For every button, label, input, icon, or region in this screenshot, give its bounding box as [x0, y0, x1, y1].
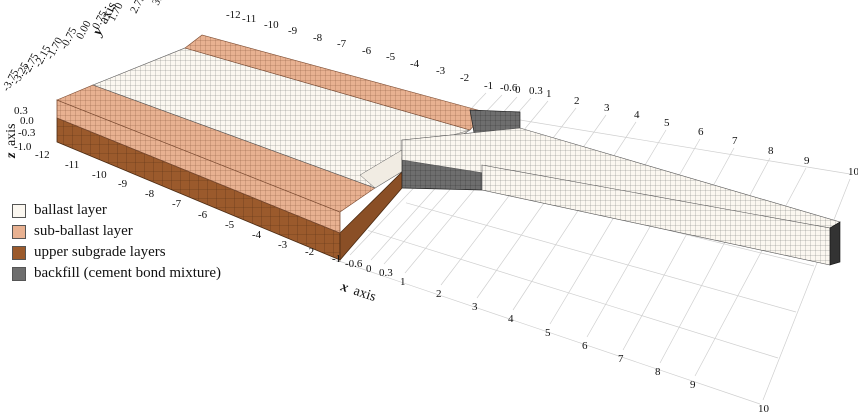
y-tick-label: 2.75 — [128, 0, 148, 15]
grid-line — [329, 257, 761, 405]
x-tick-label-top: -6 — [362, 45, 372, 57]
x-tick-label-top: -12 — [226, 9, 241, 21]
x-tick-label-top: -7 — [337, 38, 347, 50]
x-tick-label: -11 — [65, 159, 79, 171]
x-tick-label-top: 7 — [732, 135, 738, 147]
x-tick-label: -6 — [198, 209, 208, 221]
x-tick-label-top: 10 — [848, 166, 858, 178]
z-tick-label: -1.0 — [14, 141, 32, 153]
z-tick-label: 0.3 — [14, 105, 28, 117]
x-tick-label-top: -2 — [460, 72, 469, 84]
grid-line — [512, 121, 637, 311]
z-axis-title: z axis — [4, 123, 19, 159]
legend-item-ballast: ballast layer — [12, 200, 221, 221]
x-tick-label: -7 — [172, 198, 182, 210]
legend-swatch-subgrade — [12, 245, 26, 260]
legend-item-subgrade: upper subgrade layers — [12, 242, 221, 263]
x-tick-label: -3 — [278, 239, 288, 251]
legend-item-backfill: backfill (cement bond mixture) — [12, 263, 221, 284]
legend-swatch-sub-ballast — [12, 224, 26, 239]
x-tick-label: 4 — [508, 313, 514, 325]
x-tick-label: 0.3 — [379, 267, 393, 279]
x-tick-label-top: -0.6 — [500, 82, 518, 94]
grid-line — [549, 129, 667, 325]
z-tick-label: -0.3 — [18, 127, 36, 139]
x-tick-label: -9 — [118, 178, 128, 190]
x-tick-label: 7 — [618, 353, 624, 365]
x-tick-label: 9 — [690, 379, 696, 391]
x-tick-label-top: -11 — [242, 13, 256, 25]
grid-line — [762, 178, 851, 401]
x-tick-label: -10 — [92, 169, 107, 181]
x-tick-label: 3 — [472, 301, 478, 313]
legend-item-sub-ballast: sub-ballast layer — [12, 221, 221, 242]
x-tick-label-top: 5 — [664, 117, 670, 129]
x-tick-label: -12 — [35, 149, 50, 161]
track-embankment-model — [56, 34, 841, 266]
legend-swatch-backfill — [12, 266, 26, 281]
x-tick-label: 0 — [366, 263, 372, 275]
x-tick-label-top: -3 — [436, 65, 446, 77]
x-tick-label-top: 6 — [698, 126, 704, 138]
grid-line — [476, 114, 607, 299]
legend-label-ballast: ballast layer — [34, 202, 107, 218]
grid-line — [367, 230, 779, 359]
x-tick-label-top: 3 — [604, 102, 610, 114]
grid-line — [440, 107, 577, 286]
grid-line — [659, 157, 771, 364]
y-tick-label: 3.75 — [150, 0, 170, 7]
x-tick-label-top: 1 — [546, 88, 552, 100]
z-axis-ticks: 0.30.0-0.3 -1.0 — [14, 105, 36, 153]
x-tick-label: 10 — [758, 403, 770, 415]
x-tick-label: -1 — [332, 253, 341, 265]
x-tick-label-top: 0.3 — [529, 85, 543, 97]
x-tick-label-top: -5 — [386, 51, 396, 63]
x-tick-label-top: 9 — [804, 155, 810, 167]
x-tick-label-top: 2 — [574, 95, 580, 107]
x-tick-label: 1 — [400, 276, 406, 288]
legend-label-subgrade: upper subgrade layers — [34, 244, 166, 260]
x-tick-label: 6 — [582, 340, 588, 352]
y-tick-label: -0.75 — [58, 25, 80, 51]
grid-line — [694, 167, 807, 377]
x-tick-label: 5 — [545, 327, 551, 339]
x-tick-label-top: -1 — [484, 80, 493, 92]
legend-swatch-ballast — [12, 203, 26, 218]
grid-line — [519, 119, 851, 175]
x-axis-title: x axis — [338, 279, 378, 305]
grid-line — [586, 138, 701, 338]
x-tick-label-top: -4 — [410, 58, 420, 70]
x-tick-label-top: -8 — [313, 32, 323, 44]
legend: ballast layer sub-ballast layer upper su… — [12, 200, 221, 284]
x-tick-label: 8 — [655, 366, 661, 378]
x-tick-label-top: 4 — [634, 109, 640, 121]
x-tick-label: -5 — [225, 219, 235, 231]
z-tick-label: 0.0 — [20, 115, 34, 127]
x-tick-label-top: -9 — [288, 25, 298, 37]
legend-label-sub-ballast: sub-ballast layer — [34, 223, 133, 239]
x-tick-label: -8 — [145, 188, 155, 200]
x-tick-label-top: -10 — [264, 19, 279, 31]
x-tick-label: -4 — [252, 229, 262, 241]
x-tick-label-top: 8 — [768, 145, 774, 157]
grid-line — [622, 147, 735, 351]
x-tick-label-top: 0 — [515, 84, 521, 96]
x-tick-label: -0.6 — [345, 258, 363, 270]
x-tick-label: -2 — [305, 246, 314, 258]
legend-label-backfill: backfill (cement bond mixture) — [34, 265, 222, 281]
ballast-track-strip-end — [829, 221, 841, 266]
x-tick-label: 2 — [436, 288, 442, 300]
grid-line — [405, 202, 797, 313]
